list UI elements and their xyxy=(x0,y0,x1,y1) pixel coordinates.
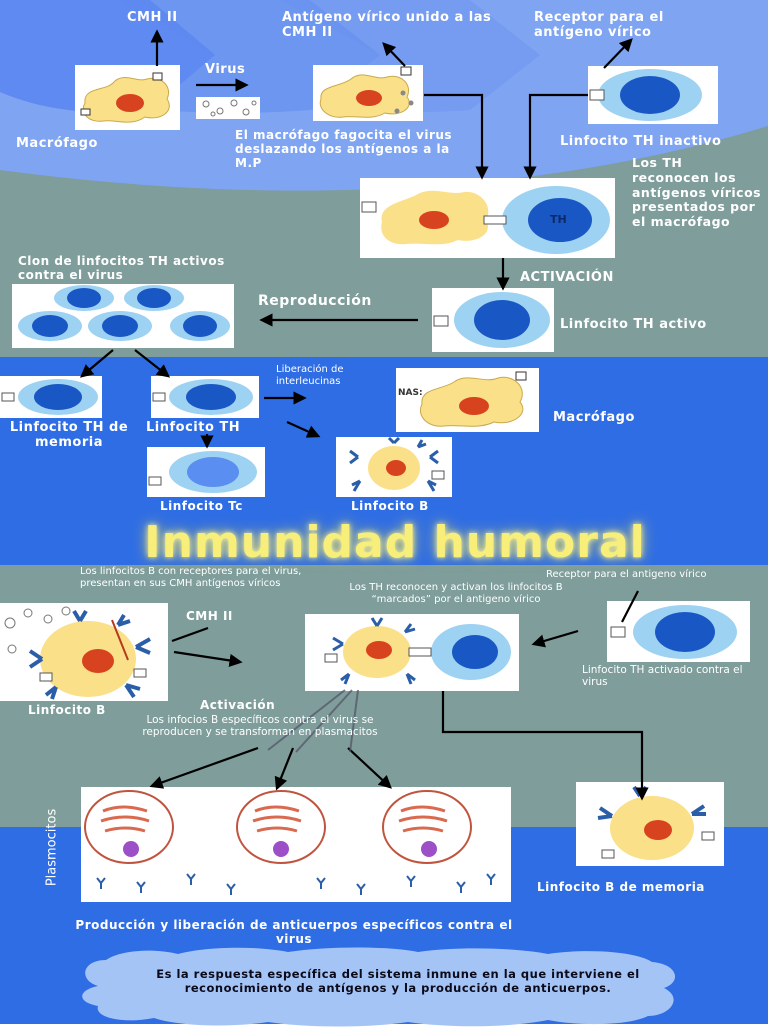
arrow-th-to-complex xyxy=(531,629,579,648)
nas-text: NAS: xyxy=(398,388,423,398)
cmh2-bottom-label: CMH II xyxy=(186,609,233,623)
th-clone-card xyxy=(12,284,234,348)
b-th-complex-card xyxy=(305,614,519,691)
receptor-label: Receptor para el antígeno vírico xyxy=(534,10,664,41)
b-label-middle: Linfocito B xyxy=(351,499,429,513)
th-activated-label: Linfocito TH activado contra el virus xyxy=(582,664,743,689)
phagocyte-note: El macrófago fagocita el virus deslazand… xyxy=(235,128,453,171)
macrophage-label: Macrófago xyxy=(16,136,98,151)
tc-label: Linfocito Tc xyxy=(160,499,243,513)
activation-label: ACTIVACIÓN xyxy=(520,270,614,285)
th-memory-card xyxy=(0,376,102,418)
th-note: Los TH reconocen y activan los linfocito… xyxy=(349,582,563,605)
arrow-cmh-bottom xyxy=(173,650,243,667)
plasmocitos-card xyxy=(81,787,511,902)
th-active-label: Linfocito TH activo xyxy=(560,317,707,332)
antibody-note: Producción y liberación de anticuerpos e… xyxy=(75,918,513,947)
b-note: Los linfocitos B con receptores para el … xyxy=(80,566,302,589)
clone-label: Clon de linfocitos TH activos contra el … xyxy=(18,254,225,283)
arrow-to-th xyxy=(134,349,171,378)
cmh2-label: CMH II xyxy=(127,10,178,25)
activation-note: Los infocios B específicos contra el vir… xyxy=(142,714,378,739)
th-core-label: TH xyxy=(550,213,567,226)
plasmocito-cell xyxy=(382,790,472,864)
virus-label: Virus xyxy=(205,62,246,77)
arrow-to-memory-b xyxy=(441,691,649,801)
arrow-receptor-bottom xyxy=(621,590,639,623)
macrophage-middle-label: Macrófago xyxy=(553,410,635,425)
th-inactive-card xyxy=(588,66,718,124)
tc-card xyxy=(147,447,265,497)
arrow-receptor xyxy=(603,38,633,69)
arrow-to-b xyxy=(286,420,321,438)
virus-particles-card xyxy=(196,97,260,119)
macrophage-card xyxy=(75,65,180,130)
b-memory-label: Linfocito B de memoria xyxy=(537,880,705,894)
th-card xyxy=(151,376,259,418)
interleukin-label: Liberación de interleucinas xyxy=(276,364,344,387)
th-recognize-note: Los TH reconocen los antígenos víricos p… xyxy=(632,155,762,229)
antigen-label: Antígeno vírico unido a las CMH II xyxy=(282,10,492,41)
b-cell-card xyxy=(0,603,168,701)
arrow-to-plasmo-3 xyxy=(347,747,392,789)
activation-bottom-label: Activación xyxy=(200,698,276,712)
definition-cloud xyxy=(82,947,676,1027)
plasmocitos-label: Plasmocitos xyxy=(44,808,60,887)
th-activated-card xyxy=(607,601,750,662)
b-cell-label: Linfocito B xyxy=(28,703,106,717)
th-label: Linfocito TH xyxy=(146,420,241,435)
page-title: Inmunidad humoral xyxy=(144,517,646,568)
arrow-antigen xyxy=(382,42,406,67)
arrow-macrophage-down xyxy=(424,93,489,180)
arrow-th-down xyxy=(523,93,588,180)
plasmocito-cell xyxy=(236,790,326,864)
macrophage-antigen-card xyxy=(313,65,423,121)
th-inactive-label: Linfocito TH inactivo xyxy=(560,134,722,149)
receptor-note: Receptor para el antigeno vírico xyxy=(546,569,707,580)
plasmocito-cell xyxy=(84,790,174,864)
arrow-to-memory xyxy=(79,349,114,378)
definition-text: Es la respuesta específica del sistema i… xyxy=(156,967,640,995)
presentation-card: TH xyxy=(360,178,615,258)
arrow-to-plasmo-1 xyxy=(149,746,259,789)
arrow-to-plasmo-2 xyxy=(274,747,295,791)
th-memory-label: Linfocito TH de memoria xyxy=(9,420,129,451)
th-active-card xyxy=(432,288,554,352)
arrow-cmh-line xyxy=(171,626,209,643)
b-cell-middle-card xyxy=(336,437,452,497)
macrophage-middle-card: NAS: xyxy=(396,368,539,432)
reproduction-label: Reproducción xyxy=(258,293,372,309)
